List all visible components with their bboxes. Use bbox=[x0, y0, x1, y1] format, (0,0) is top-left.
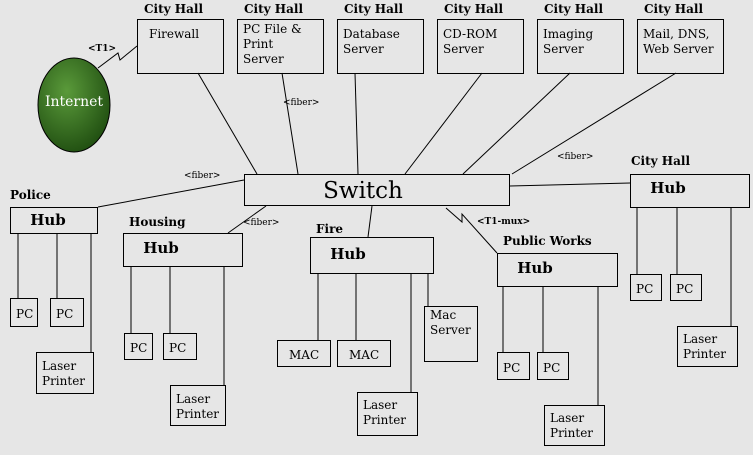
internet-label: Internet bbox=[45, 94, 103, 110]
link-switch-housing bbox=[227, 205, 267, 234]
connections bbox=[17, 45, 732, 405]
server-imaging: City Hall Imaging Server bbox=[537, 2, 624, 74]
city-hall-title: City Hall bbox=[631, 154, 690, 168]
link-firewall-switch bbox=[197, 72, 258, 175]
public-works-pc-label: PC bbox=[543, 361, 560, 375]
cdrom-label-1: CD-ROM bbox=[443, 27, 497, 41]
server-group-label: City Hall bbox=[644, 2, 703, 16]
housing-pc-label: PC bbox=[130, 341, 147, 355]
police-printer-label-1: Laser bbox=[42, 359, 76, 373]
public-works-hub-label: Hub bbox=[517, 259, 553, 277]
server-group-label: City Hall bbox=[444, 2, 503, 16]
cdrom-label-2: Server bbox=[443, 42, 484, 56]
fire-title: Fire bbox=[316, 222, 343, 236]
link-cdrom-switch bbox=[404, 72, 483, 175]
server-file-print: City Hall PC File & Print Server bbox=[237, 2, 324, 74]
link-database-switch bbox=[354, 72, 359, 175]
police-printer-label-2: Printer bbox=[42, 374, 85, 388]
fire-mac-server-label-2: Server bbox=[430, 323, 471, 337]
link-internet-firewall bbox=[97, 45, 138, 69]
city-hall-pc-label: PC bbox=[636, 282, 653, 296]
city-hall-pc-label: PC bbox=[676, 282, 693, 296]
imaging-label-2: Server bbox=[543, 42, 584, 56]
file-print-label-3: Server bbox=[243, 52, 284, 66]
public-works-pc-label: PC bbox=[503, 361, 520, 375]
server-group-label: City Hall bbox=[144, 2, 203, 16]
tag-t1: <T1> bbox=[88, 44, 116, 54]
link-switch-cityhall bbox=[509, 182, 631, 187]
link-imaging-switch bbox=[462, 72, 571, 175]
housing-hub-label: Hub bbox=[143, 239, 179, 257]
police-pc-label: PC bbox=[16, 307, 33, 321]
switch-label: Switch bbox=[323, 178, 403, 204]
housing-printer-label-1: Laser bbox=[176, 392, 210, 406]
server-group-label: City Hall bbox=[544, 2, 603, 16]
mail-label-2: Web Server bbox=[643, 42, 714, 56]
fire-mac-label: MAC bbox=[349, 348, 379, 362]
public-works-title: Public Works bbox=[503, 234, 592, 248]
internet-globe-icon bbox=[37, 57, 111, 153]
tag-fiber-housing: <fiber> bbox=[243, 218, 279, 228]
link-mail-switch bbox=[511, 72, 677, 175]
file-print-label-2: Print bbox=[243, 37, 273, 51]
city-hall-printer-label-1: Laser bbox=[683, 332, 717, 346]
server-cdrom: City Hall CD-ROM Server bbox=[437, 2, 524, 74]
public-works-printer-label-1: Laser bbox=[550, 411, 584, 425]
server-firewall: City Hall Firewall bbox=[137, 2, 224, 74]
link-switch-fire bbox=[367, 205, 373, 238]
housing-printer-label-2: Printer bbox=[176, 407, 219, 421]
server-mail-dns-web: City Hall Mail, DNS, Web Server bbox=[637, 2, 724, 74]
fire-printer-label-2: Printer bbox=[363, 413, 406, 427]
fire-hub-label: Hub bbox=[330, 245, 366, 263]
imaging-label-1: Imaging bbox=[543, 27, 594, 41]
tag-fiber-police: <fiber> bbox=[184, 171, 220, 181]
server-database: City Hall Database Server bbox=[337, 2, 424, 74]
server-group-label: City Hall bbox=[244, 2, 303, 16]
tag-fiber-mail: <fiber> bbox=[557, 152, 593, 162]
dept-city-hall: City Hall Hub PC PC Laser Printer bbox=[630, 154, 750, 367]
police-title: Police bbox=[10, 188, 51, 202]
dept-public-works: Public Works Hub PC PC Laser Printer bbox=[497, 234, 618, 446]
public-works-printer-label-2: Printer bbox=[550, 426, 593, 440]
link-tags: <T1> <fiber> <fiber> <fiber> <fiber> <T1… bbox=[88, 44, 593, 228]
database-label-1: Database bbox=[343, 27, 400, 41]
city-hall-hub-label: Hub bbox=[650, 179, 686, 197]
fire-mac-server-label-1: Mac bbox=[430, 308, 456, 322]
internet-cloud: Internet bbox=[37, 57, 111, 153]
firewall-label: Firewall bbox=[149, 27, 199, 41]
file-print-label-1: PC File & bbox=[243, 22, 302, 36]
tag-t1mux: <T1-mux> bbox=[477, 217, 530, 227]
database-label-2: Server bbox=[343, 42, 384, 56]
dept-police: Police Hub PC PC Laser Printer bbox=[10, 188, 98, 394]
dept-fire: Fire Hub MAC MAC Mac Server Laser Printe… bbox=[277, 222, 478, 436]
server-group-label: City Hall bbox=[344, 2, 403, 16]
server-row: City Hall Firewall City Hall PC File & P… bbox=[137, 2, 724, 74]
link-switch-police bbox=[97, 179, 245, 208]
police-pc-label: PC bbox=[56, 307, 73, 321]
housing-pc-label: PC bbox=[169, 341, 186, 355]
link-fileprint-switch bbox=[281, 72, 299, 175]
switch-node: Switch bbox=[244, 174, 510, 206]
tag-fiber-fileprint: <fiber> bbox=[283, 98, 319, 108]
housing-title: Housing bbox=[129, 215, 186, 229]
link-switch-publicworks bbox=[445, 207, 498, 254]
police-hub-label: Hub bbox=[30, 211, 66, 229]
fire-printer-label-1: Laser bbox=[363, 398, 397, 412]
city-hall-printer-label-2: Printer bbox=[683, 347, 726, 361]
dept-housing: Housing Hub PC PC Laser Printer bbox=[123, 215, 243, 426]
fire-mac-label: MAC bbox=[289, 348, 319, 362]
mail-label-1: Mail, DNS, bbox=[643, 27, 709, 41]
